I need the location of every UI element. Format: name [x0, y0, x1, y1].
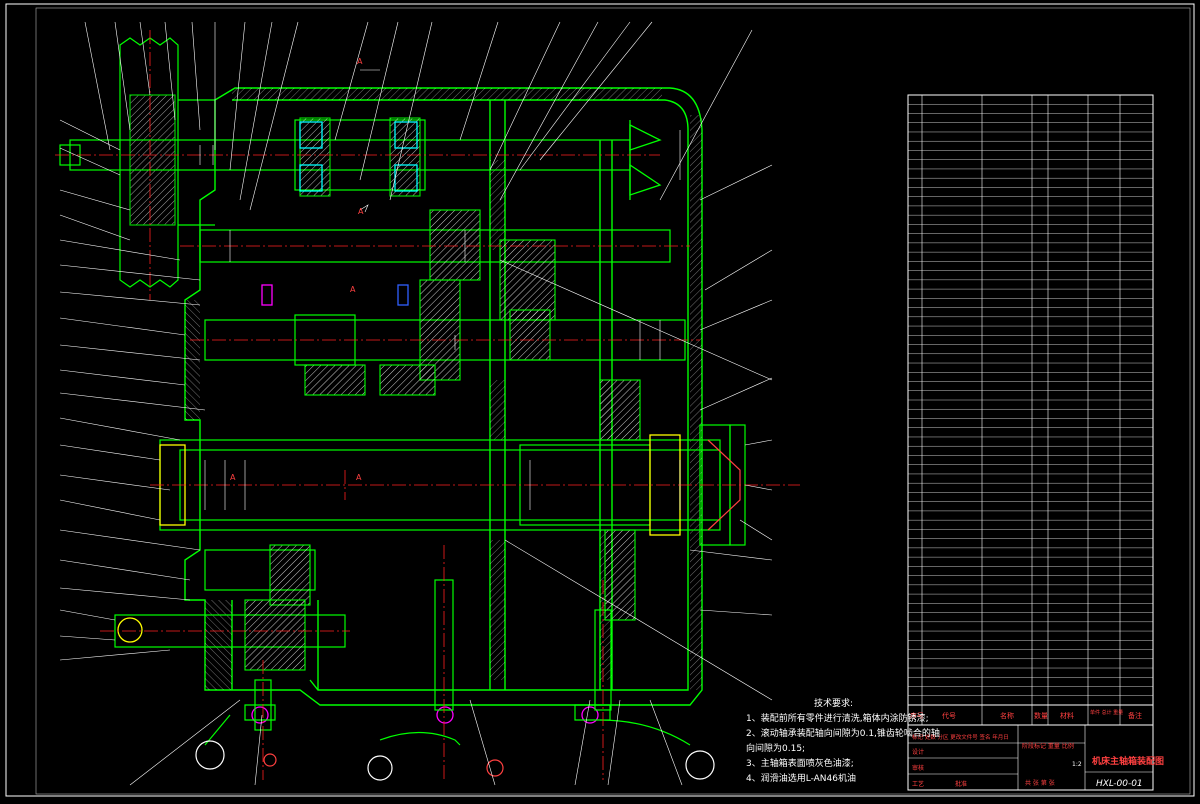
sheet-frame [5, 3, 1195, 797]
section-markers: A A A A A [230, 57, 364, 482]
bearings [117, 121, 681, 724]
process-label: 工艺 [912, 780, 924, 788]
tech-req-item: 向间隙为0.15; [746, 744, 806, 754]
belt-pulley [119, 37, 215, 288]
title-block: 标记 处数 分区 更改文件号 签名 年月日 设计 审核 工艺 批准 阶段标记 重… [912, 733, 1164, 789]
bom-col-name: 名称 [1000, 711, 1014, 720]
section-label: A [357, 57, 363, 66]
tech-req-item: 2、滚动轴承装配轴向间隙为0.1,锥齿轮啮合的轴 [746, 729, 940, 739]
design-label: 设计 [912, 748, 924, 756]
centerlines [55, 30, 800, 780]
check-label: 审核 [912, 764, 924, 772]
bom-col-weight: 单件 总计 重量 [1090, 709, 1123, 716]
tech-req-item: 1、装配前所有零件进行清洗,箱体内涂防锈漆; [746, 714, 929, 724]
section-label: A [358, 207, 364, 216]
lever-handles [195, 740, 715, 781]
stage-labels: 阶段标记 重量 比例 [1022, 742, 1074, 750]
approve-label: 批准 [955, 780, 967, 788]
dimension-lines [199, 69, 681, 510]
technical-requirements: 技术要求: 1、装配前所有零件进行清洗,箱体内涂防锈漆; 2、滚动轴承装配轴向间… [746, 697, 940, 787]
tech-req-heading: 技术要求: [814, 699, 854, 709]
drawing-title: 机床主轴箱装配图 [1092, 755, 1164, 767]
bom-rows [908, 104, 1153, 696]
gears [244, 117, 641, 671]
drawing-number: HXL-00-01 [1096, 779, 1143, 789]
scale-value: 1:2 [1072, 761, 1082, 768]
section-label: A [230, 473, 236, 482]
bom-col-code: 代号 [942, 711, 956, 720]
bom-col-remark: 备注 [1128, 711, 1142, 720]
bom-col-no: 序号 [910, 711, 924, 720]
tech-req-item: 4、润滑油选用L-AN46机油 [746, 774, 856, 784]
inner-frame [35, 7, 1191, 795]
revision-labels: 标记 处数 分区 更改文件号 签名 年月日 [912, 733, 1009, 741]
bom-col-qty: 数量 [1034, 711, 1048, 720]
bom-table [907, 94, 1154, 791]
bom-header: 序号 代号 名称 数量 材料 单件 总计 重量 备注 [910, 709, 1142, 720]
top-right-pulley [629, 120, 662, 200]
tech-req-item: 3、主轴箱表面喷灰色油漆; [746, 759, 854, 769]
section-label: A [350, 285, 356, 294]
bom-col-material: 材料 [1060, 711, 1074, 720]
sheet-count: 共 张 第 张 [1025, 779, 1055, 787]
leader-lines [59, 21, 773, 786]
section-label: A [356, 473, 362, 482]
